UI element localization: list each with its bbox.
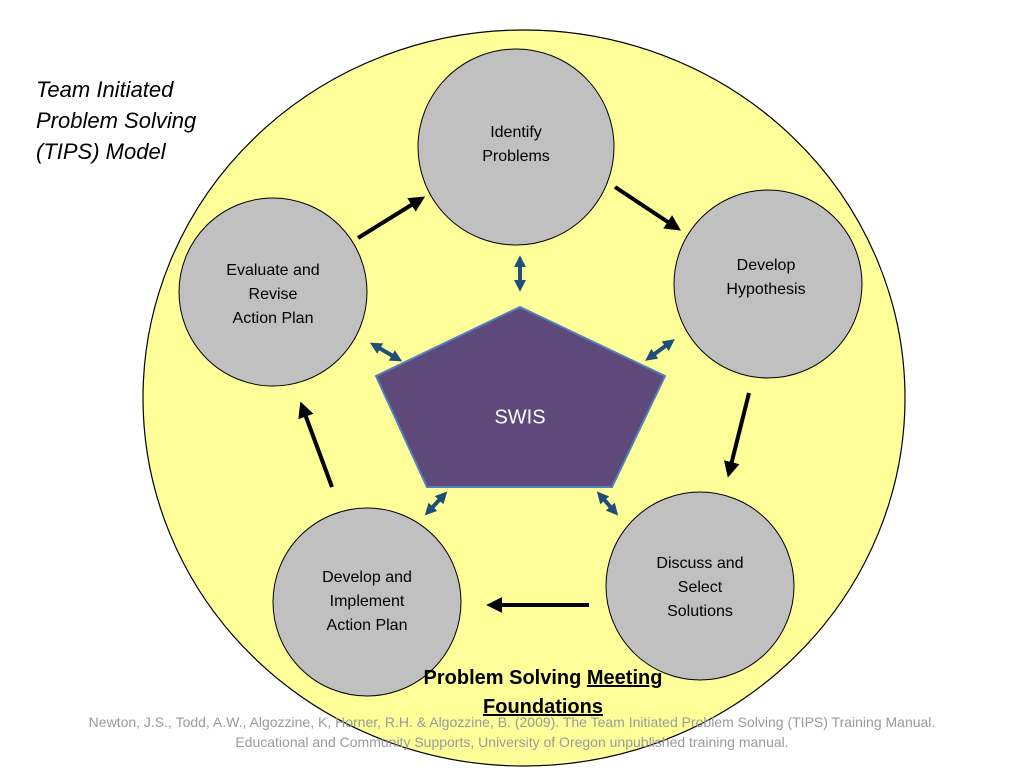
title-line: Team Initiated [36,77,174,102]
foundations-plain: Problem Solving [423,667,587,689]
label-line: Action Plan [232,310,314,327]
title-line: (TIPS) Model [36,139,166,164]
label-develop-hypothesis: Develop Hypothesis [726,254,805,302]
diagram-title: Team Initiated Problem Solving (TIPS) Mo… [36,74,276,167]
double-arrow-discuss [596,491,619,516]
center-pentagon [374,305,667,488]
arrow-evaluate-to-identify [356,196,426,240]
node-develop-hypothesis [673,189,863,379]
label-line: Solutions [667,603,733,620]
node-identify-problems [417,48,615,246]
label-line: Develop and [322,569,412,586]
foundations-line2: Foundations [483,696,603,718]
label-line: Implement [329,593,405,610]
label-line: Hypothesis [726,281,806,298]
label-line: Problems [482,148,550,165]
label-evaluate-revise-action-plan: Evaluate and Revise Action Plan [226,259,319,331]
arrow-implement-to-evaluate [298,401,334,488]
node-evaluate-revise-action-plan [178,197,368,387]
citation-line: Educational and Community Supports, Univ… [235,734,789,750]
node-discuss-select-solutions [605,491,795,681]
label-line: Select [677,579,723,596]
center-label-swis: SWIS [494,406,546,429]
foundations-caption: Problem Solving Meeting Foundations [424,664,663,722]
double-arrow-hypothesis [645,339,675,361]
node-develop-implement-action-plan [272,507,462,697]
arrow-hypothesis-to-discuss [723,392,751,478]
label-line: Identify [490,124,542,141]
double-arrow-evaluate [369,342,403,362]
foundations-underlined: Meeting [586,667,663,689]
label-identify-problems: Identify Problems [482,121,550,169]
label-line: Evaluate and [226,262,320,279]
label-line: Revise [248,286,298,303]
label-discuss-select-solutions: Discuss and Select Solutions [656,552,743,624]
title-line: Problem Solving [36,108,197,133]
label-line: Develop [736,257,796,274]
arrow-identify-to-hypothesis [613,185,682,231]
label-develop-implement-action-plan: Develop and Implement Action Plan [322,566,412,638]
citation-line: Newton, J.S., Todd, A.W., Algozzine, K, … [88,714,936,730]
citation: Newton, J.S., Todd, A.W., Algozzine, K, … [0,712,1024,752]
label-line: Discuss and [656,555,744,572]
double-arrow-implement [424,491,448,516]
label-line: Action Plan [326,617,408,634]
